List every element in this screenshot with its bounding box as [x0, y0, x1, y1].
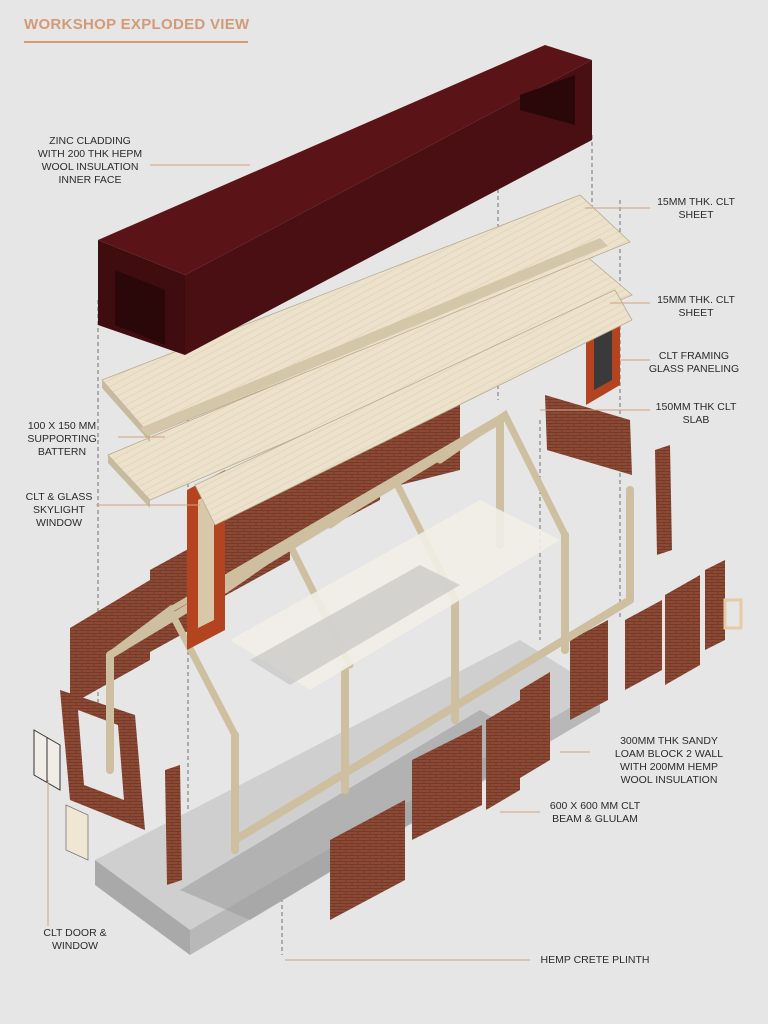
brick-panel — [520, 672, 550, 778]
label-line: LOAM BLOCK 2 WALL — [614, 748, 724, 760]
label-line: SHEET — [678, 307, 714, 319]
label-beam: 600 X 600 MM CLT BEAM & GLULAM — [535, 800, 655, 826]
title-underline — [24, 41, 248, 43]
label-skylight: CLT & GLASS SKYLIGHT WINDOW — [14, 491, 104, 530]
brick-panel — [70, 580, 150, 705]
label-line: SLAB — [682, 414, 710, 426]
door-frame — [65, 804, 89, 861]
brick-column — [655, 445, 672, 555]
label-line: CLT FRAMING — [658, 350, 730, 362]
label-line: WINDOW — [35, 517, 83, 529]
ridge-beam — [167, 412, 508, 613]
brick-panel — [486, 700, 520, 810]
cladding-top — [98, 45, 592, 275]
label-clt-slab: 150MM THK CLT SLAB — [644, 401, 748, 427]
label-line: HEMP CRETE PLINTH — [540, 954, 650, 966]
clt-sheet-upper — [101, 194, 631, 436]
label-line: 300MM THK SANDY — [620, 735, 718, 747]
timber-frame-structure — [106, 409, 634, 854]
slab-shadow — [250, 565, 460, 685]
label-line: CLT & GLASS — [25, 491, 93, 503]
label-line: 150MM THK CLT — [655, 401, 737, 413]
brick-panel — [570, 620, 608, 720]
label-line: 15MM THK. CLT — [657, 196, 735, 208]
label-line: 600 X 600 MM CLT — [549, 800, 641, 812]
clt-sheet-upper-edge — [102, 380, 150, 442]
label-line: WOOL INSULATION — [41, 161, 139, 173]
clt-slab-sheet — [194, 289, 633, 526]
window-frame — [723, 598, 743, 630]
clt-sheet-lower-edge — [108, 455, 150, 508]
clt-door-window — [33, 729, 89, 861]
label-line: WITH 200 THK HEPM — [37, 148, 143, 160]
brick-panel — [705, 560, 725, 650]
label-line: BATTERN — [37, 446, 87, 458]
label-line: SKYLIGHT — [33, 504, 85, 516]
label-plinth: HEMP CRETE PLINTH — [530, 954, 660, 967]
cladding-end-opening — [520, 75, 575, 125]
label-line: ZINC CLADDING — [49, 135, 131, 147]
label-line: WITH 200MM HEMP — [619, 761, 718, 773]
label-line: 15MM THK. CLT — [657, 294, 735, 306]
label-line: INNER FACE — [58, 174, 122, 186]
label-line: 100 X 150 MM — [27, 420, 97, 432]
label-clt-sheet-1: 15MM THK. CLT SHEET — [644, 196, 748, 222]
label-batten: 100 X 150 MM SUPPORTING BATTERN — [12, 420, 112, 459]
supporting-batten — [140, 238, 608, 436]
label-clt-framing: CLT FRAMING GLASS PANELING — [640, 350, 748, 376]
page-title: WORKSHOP EXPLODED VIEW — [24, 16, 250, 33]
cladding-end-opening — [115, 270, 165, 345]
clt-slab — [230, 500, 560, 690]
brick-panel — [665, 575, 700, 685]
label-line: SUPPORTING — [27, 433, 97, 445]
plinth-front-face — [95, 860, 190, 955]
clt-roof-sheets — [101, 194, 633, 526]
label-zinc-cladding: ZINC CLADDING WITH 200 THK HEPM WOOL INS… — [30, 135, 150, 187]
label-line: SHEET — [678, 209, 714, 221]
brick-panel — [625, 600, 662, 690]
label-door-window: CLT DOOR & WINDOW — [30, 927, 120, 953]
label-line: CLT DOOR & — [43, 927, 107, 939]
right-loam-walls — [330, 395, 743, 920]
leader-lines — [47, 164, 650, 961]
brick-corner-wall — [545, 395, 632, 475]
brick-panel — [412, 725, 482, 840]
cladding-side-face — [185, 60, 592, 355]
label-line: GLASS PANELING — [648, 363, 740, 375]
glass-pane — [594, 320, 612, 390]
brick-pier — [165, 765, 182, 885]
label-loam-wall: 300MM THK SANDY LOAM BLOCK 2 WALL WITH 2… — [594, 735, 744, 787]
zinc-cladding-roof — [98, 45, 592, 355]
glass-pane — [198, 492, 214, 628]
label-line: WOOL INSULATION — [620, 774, 718, 786]
label-line: BEAM & GLULAM — [552, 813, 638, 825]
brick-panel — [330, 800, 405, 920]
label-clt-sheet-2: 15MM THK. CLT SHEET — [644, 294, 748, 320]
label-line: WINDOW — [51, 940, 99, 952]
